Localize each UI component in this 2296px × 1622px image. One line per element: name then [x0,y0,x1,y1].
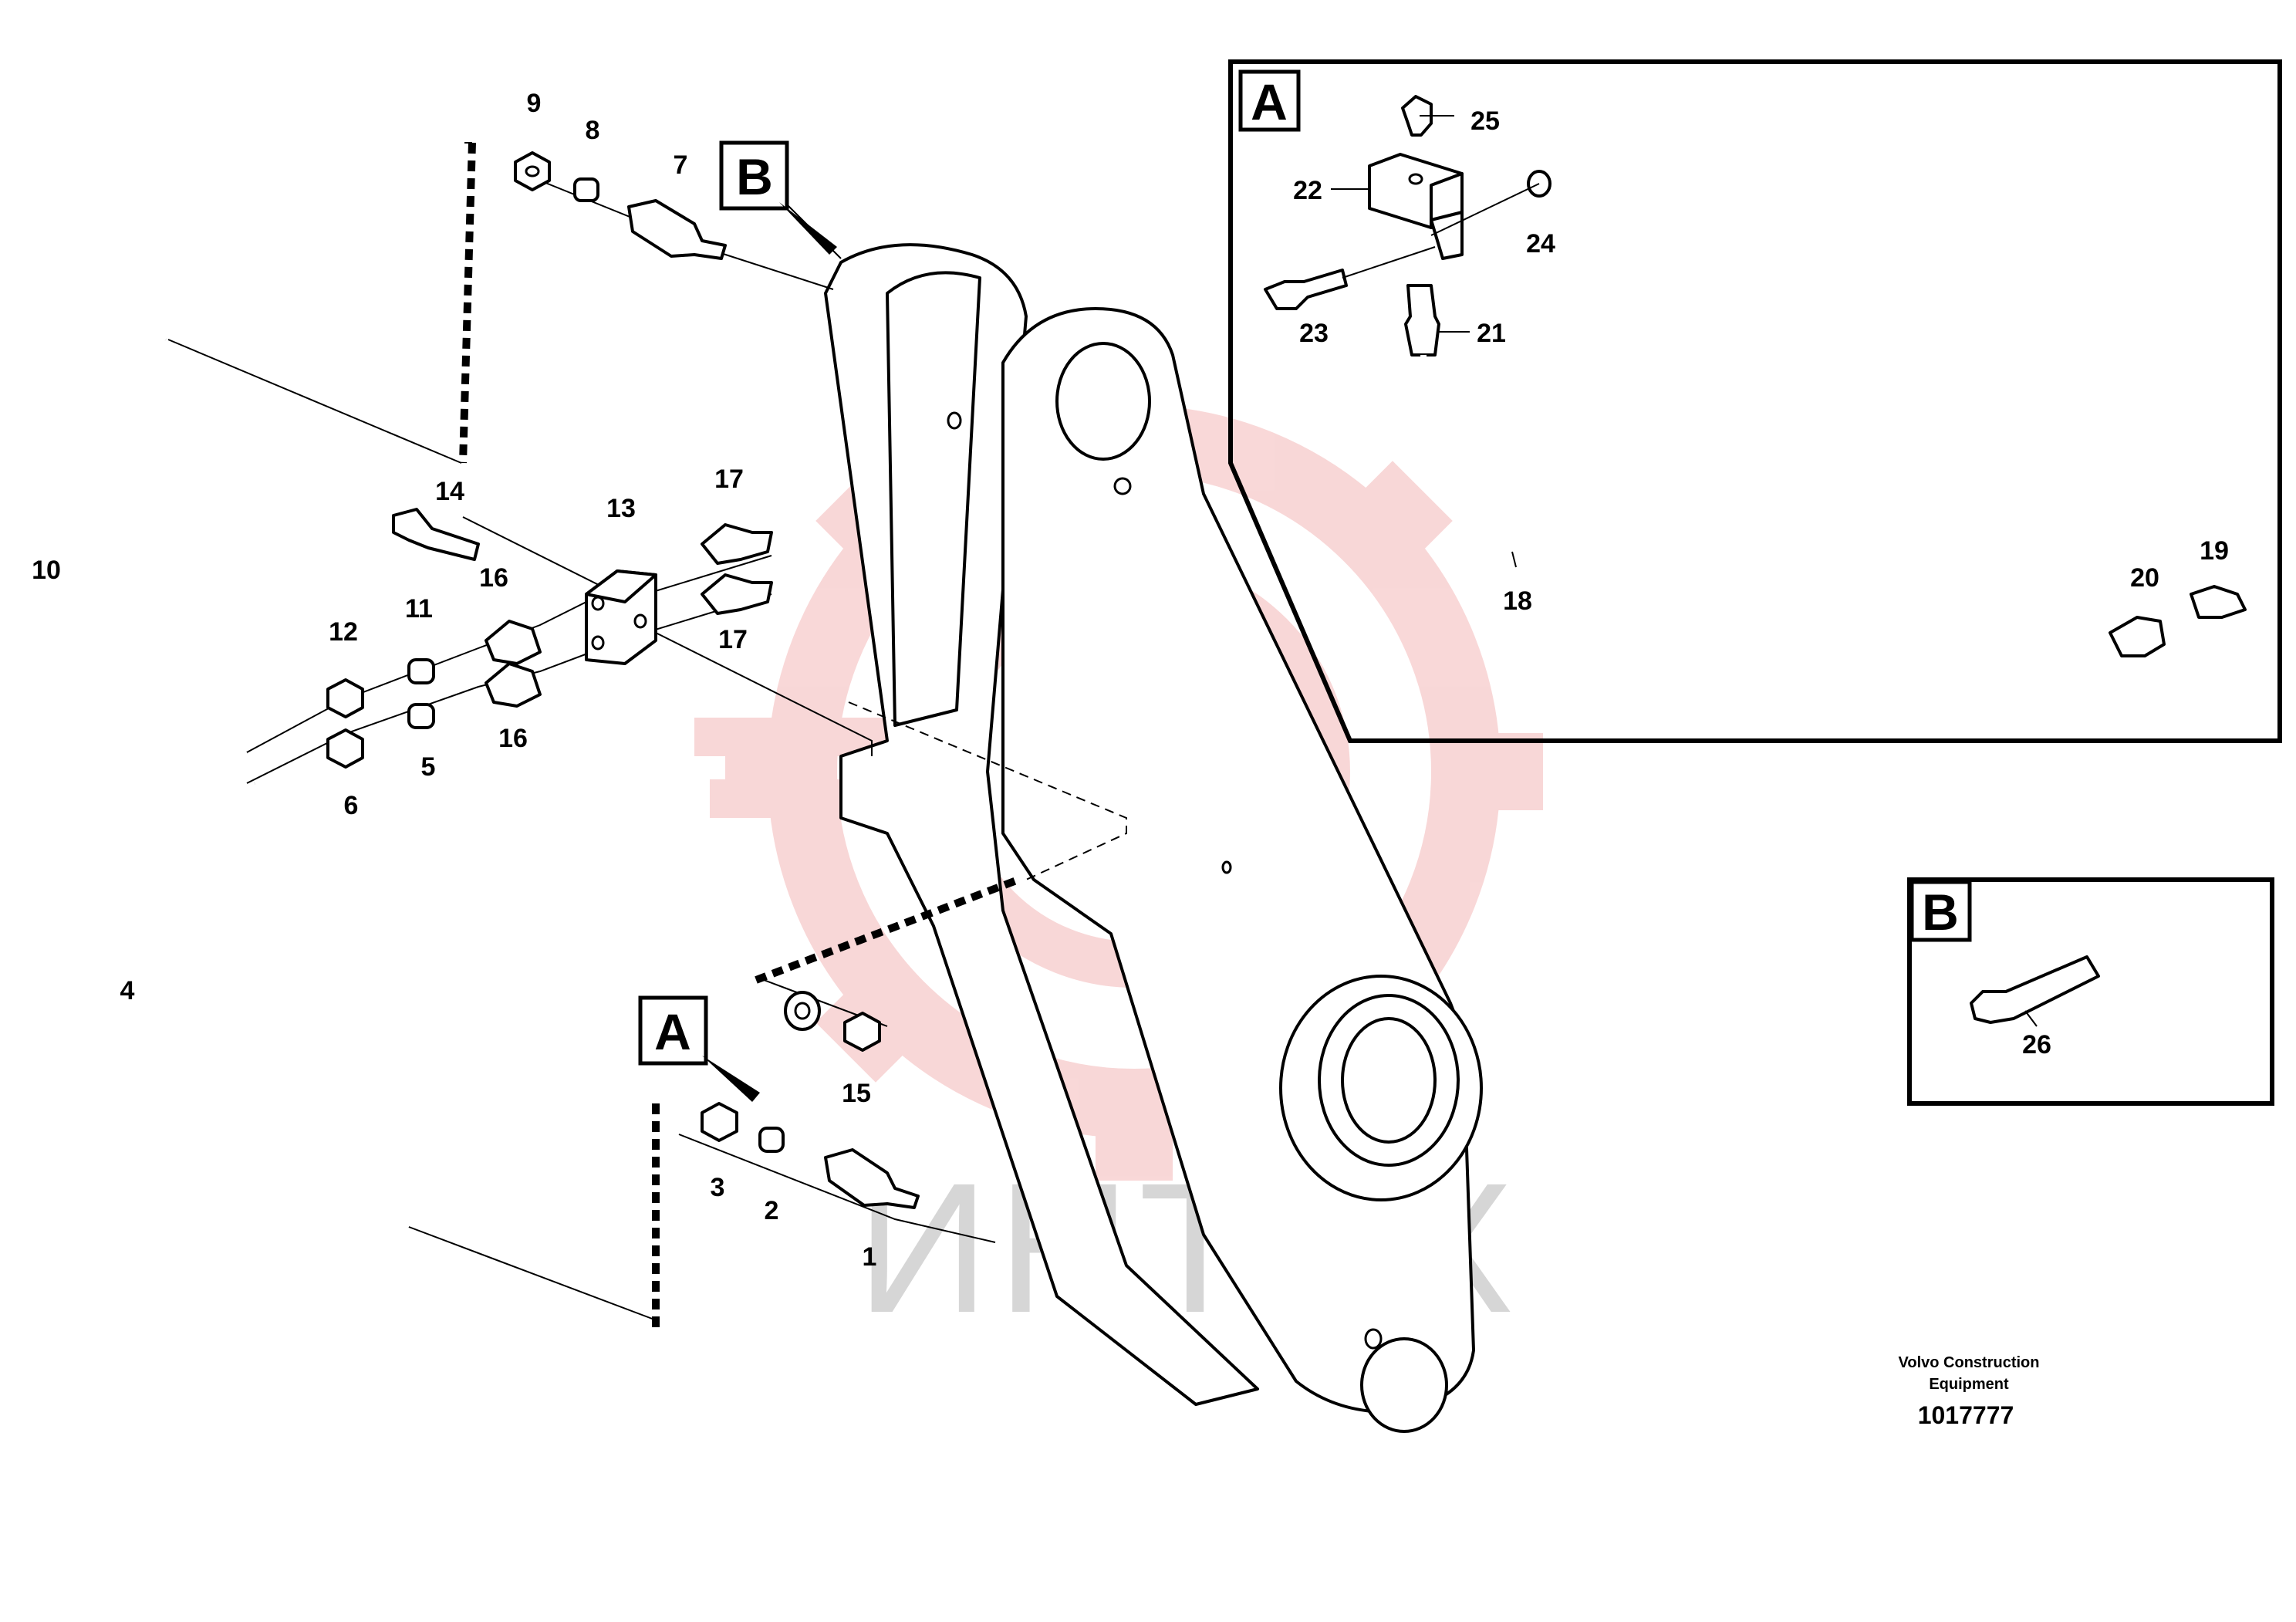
fitting-16-lower [485,662,542,708]
nut-6 [326,728,364,769]
callout-6: 6 [344,791,359,820]
callout-8: 8 [586,116,600,145]
bushing-5 [407,703,435,729]
fitting-7 [627,199,727,260]
callout-5: 5 [421,752,436,782]
svg-text:A: A [654,1003,691,1060]
pipe-10 [96,319,248,768]
callout-16-upper: 16 [479,563,508,593]
view-marker-b: B [719,140,842,259]
callout-16-lower: 16 [498,724,528,753]
bushing-2 [758,1127,785,1153]
callout-4: 4 [120,976,135,1005]
callout-17-upper: 17 [714,465,744,494]
nut-12 [326,678,364,718]
callout-12: 12 [329,617,358,647]
document-number: 1017777 [1918,1401,2014,1429]
grease-fitting-26 [1970,955,2100,1024]
callout-24: 24 [1526,229,1555,259]
pipe-4 [181,780,411,1230]
credit-line-2: Equipment [1929,1376,2009,1393]
fitting-21 [1404,284,1440,357]
callout-3: 3 [711,1173,725,1202]
callout-10: 10 [32,556,61,585]
fitting-17-lower [701,573,773,615]
callout-1: 1 [863,1242,877,1272]
fitting-20 [2109,616,2166,657]
nut-15 [843,1012,881,1052]
view-marker-a: A [638,995,760,1102]
callout-15: 15 [842,1079,871,1108]
callout-22: 22 [1293,176,1322,205]
callout-11: 11 [405,594,433,623]
callout-25: 25 [1470,106,1500,136]
credit-line-1: Volvo Construction [1899,1354,2040,1371]
link-bracket [824,243,1483,1433]
callout-17-lower: 17 [718,625,748,654]
fitting-1 [824,1148,920,1209]
bushing-11 [407,658,435,684]
callout-19: 19 [2200,536,2229,566]
callout-14: 14 [435,477,464,506]
callout-21: 21 [1477,319,1506,348]
callout-23: 23 [1299,319,1329,348]
callout-2: 2 [765,1196,779,1225]
callout-26: 26 [2022,1030,2051,1059]
bushing-8 [573,177,599,202]
callout-7: 7 [674,150,688,180]
svg-text:B: B [736,148,773,205]
fitting-17-upper [701,523,773,565]
bolt-23 [1264,269,1348,310]
fitting-19 [2190,585,2247,619]
svg-text:A: A [1251,73,1288,130]
grease-nipple-25 [1401,95,1433,137]
callout-13: 13 [606,494,636,523]
svg-text:B: B [1922,884,1959,941]
inset-view-b: B [1907,877,2274,1106]
fitting-16-upper [485,620,542,665]
nut-3 [701,1102,738,1142]
callout-20: 20 [2130,563,2159,593]
callout-9: 9 [527,89,542,118]
callout-18: 18 [1503,586,1532,616]
bolt-14 [392,508,480,561]
inset-view-a: A [1228,59,2282,743]
